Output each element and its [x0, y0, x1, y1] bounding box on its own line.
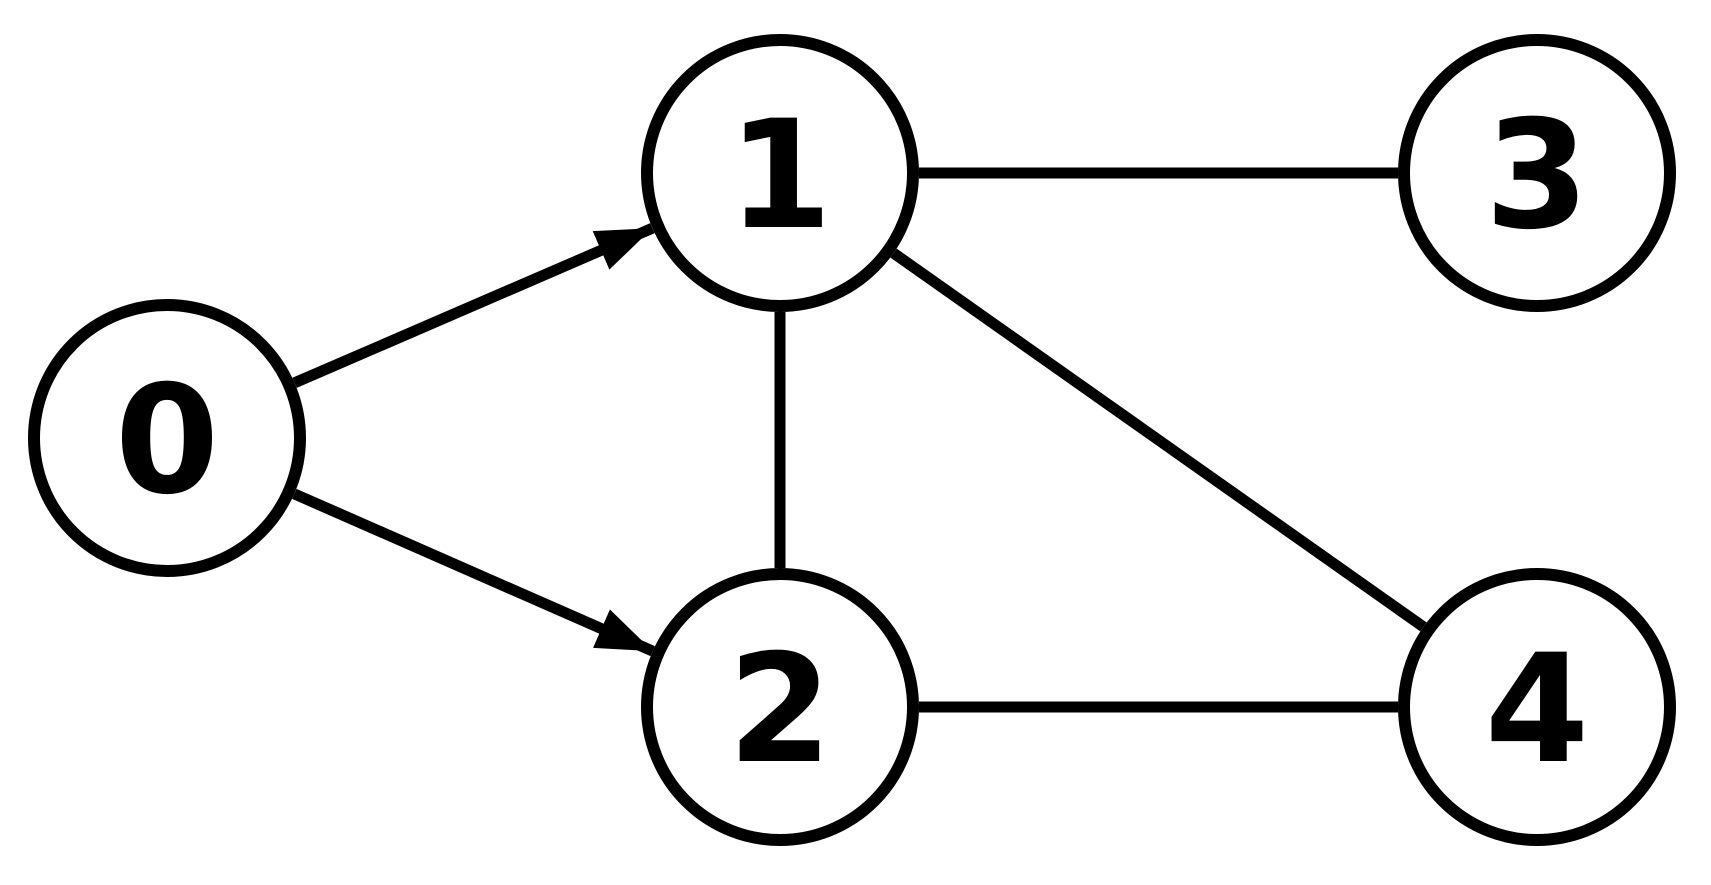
node-label-2: 2 — [728, 623, 832, 797]
node-3: 3 — [1398, 34, 1676, 312]
node-label-4: 4 — [1485, 623, 1589, 797]
nodes-layer: 0 1 2 3 4 — [28, 34, 1676, 846]
edges-layer — [292, 167, 1427, 713]
node-circle-0 — [28, 299, 306, 577]
node-0: 0 — [28, 299, 306, 577]
node-2: 2 — [641, 568, 919, 846]
edge-0-to-1 — [292, 223, 655, 388]
node-label-0: 0 — [115, 354, 219, 528]
node-circle-4 — [1398, 568, 1676, 846]
edge-1-4 — [890, 248, 1427, 632]
node-1: 1 — [641, 34, 919, 312]
node-circle-2 — [641, 568, 919, 846]
node-circle-3 — [1398, 34, 1676, 312]
node-label-3: 3 — [1485, 89, 1589, 263]
edge-0-to-2 — [292, 488, 655, 657]
node-circle-1 — [641, 34, 919, 312]
node-label-1: 1 — [728, 89, 832, 263]
node-4: 4 — [1398, 568, 1676, 846]
